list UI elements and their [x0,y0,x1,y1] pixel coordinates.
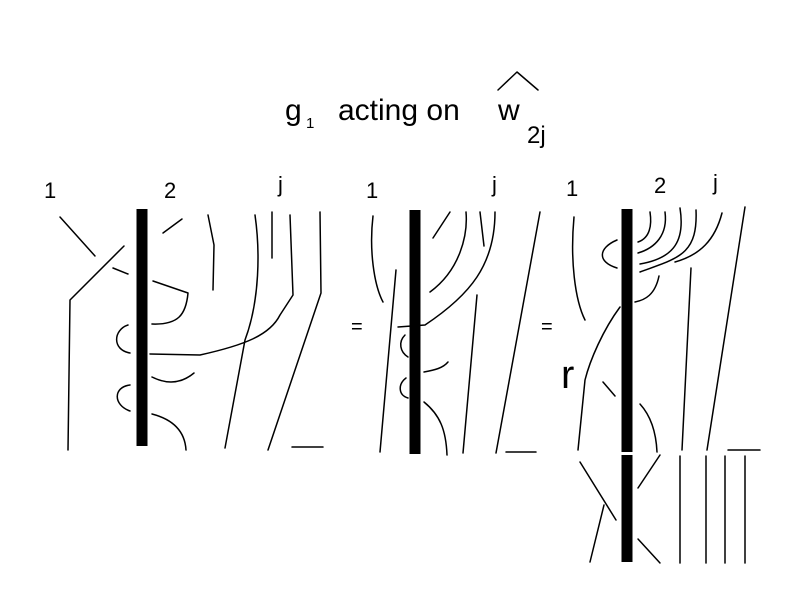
title-acting-on: acting on [338,94,460,127]
panel-1-strand [151,413,187,451]
panel-2-strand [399,377,409,399]
panel-1: 1 2 j [44,172,324,451]
panel-1-strand [149,214,294,356]
panel-1-strand [67,245,125,451]
panel-2-strand [370,215,384,303]
panel-2: 1 j [366,172,541,456]
panel-1-strand [207,214,215,291]
panel-1-label-1: 1 [44,178,56,203]
panel-1-strand [116,384,131,412]
panel-3-strand [601,239,618,269]
panel-2-strand [397,211,496,328]
panel-3-strand [634,275,660,303]
panel-3-strand [639,207,682,265]
panel-3-label-r: r [561,353,574,397]
panel-1-strand [59,216,96,257]
panel-2-label-j: j [491,172,497,197]
title-hat [497,71,539,91]
panel-1-label-2: 2 [164,178,176,203]
panel-3-strand [637,454,661,489]
panel-3: 1 2 j r [561,170,761,564]
title-g-subscript: 1 [306,115,314,132]
panel-1-strand [115,324,131,354]
panel-1-strand [112,267,129,275]
panel-2-strand [495,211,541,454]
panel-1-strand [151,280,189,325]
panel-2-strand [432,211,451,239]
panel-1-strand [151,372,195,383]
panel-3-strand [637,538,661,564]
panel-3-strand [602,381,616,397]
panel-2-strand [423,361,449,373]
panel-2-strand [462,294,478,454]
panel-2-strand [400,334,409,358]
panel-2-strand [479,211,485,247]
panel-3-strand [589,504,605,563]
panel-2-strand [429,211,468,293]
panel-2-label-1: 1 [366,178,378,203]
title-w-subscript: 2j [527,122,546,149]
title: g 1 acting on w 2j [285,71,546,149]
panel-3-strand [639,209,697,273]
panel-3-strand [579,461,617,521]
panel-3-strand [681,267,692,451]
panel-3-strand [571,216,586,321]
panel-3-label-1: 1 [566,176,578,201]
panel-2-strand [423,401,448,456]
panel-3-strand [637,211,667,254]
panel-1-strand [224,214,259,449]
panel-3-strand [637,211,652,243]
panel-3-strand [674,212,723,263]
panel-3-strand [639,403,658,453]
equals-sign-2: = [541,316,553,338]
panel-3-strand [577,306,621,451]
panel-1-strand [162,218,183,234]
equals-sign-1: = [351,316,363,338]
panel-2-strand [379,269,397,453]
panel-3-label-2: 2 [654,173,666,198]
panel-3-strand [706,206,746,451]
title-g: g [285,94,302,127]
panel-1-strand [267,211,322,451]
title-w: w [497,94,520,127]
panel-1-label-j: j [277,172,283,197]
panel-3-label-j: j [712,170,718,195]
